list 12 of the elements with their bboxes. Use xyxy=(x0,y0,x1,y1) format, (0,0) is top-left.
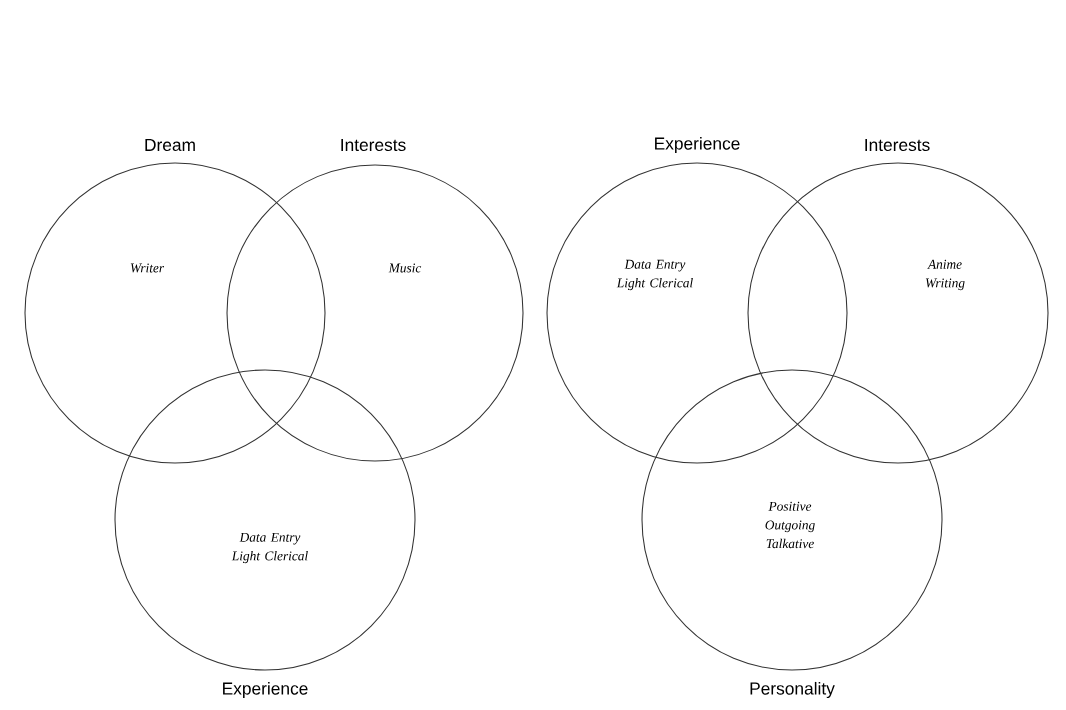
circle-heading: Personality xyxy=(750,681,835,699)
circle-heading: Interests xyxy=(341,138,406,152)
circle-heading: Dream xyxy=(145,138,195,152)
circle-heading: Interests xyxy=(865,138,930,152)
circle-text: Data Entry Light Clerical xyxy=(231,532,308,564)
circle-heading: Experience xyxy=(223,681,308,699)
circle-text: Writer xyxy=(130,263,165,273)
circle-text: Music xyxy=(388,263,422,273)
circle-text: Positive Outgoing Talkative xyxy=(765,501,815,549)
circle-heading: Experience xyxy=(655,136,740,154)
circle-text: Data Entry Light Clerical xyxy=(616,259,693,291)
circle-text: Anime Writing xyxy=(925,259,965,291)
